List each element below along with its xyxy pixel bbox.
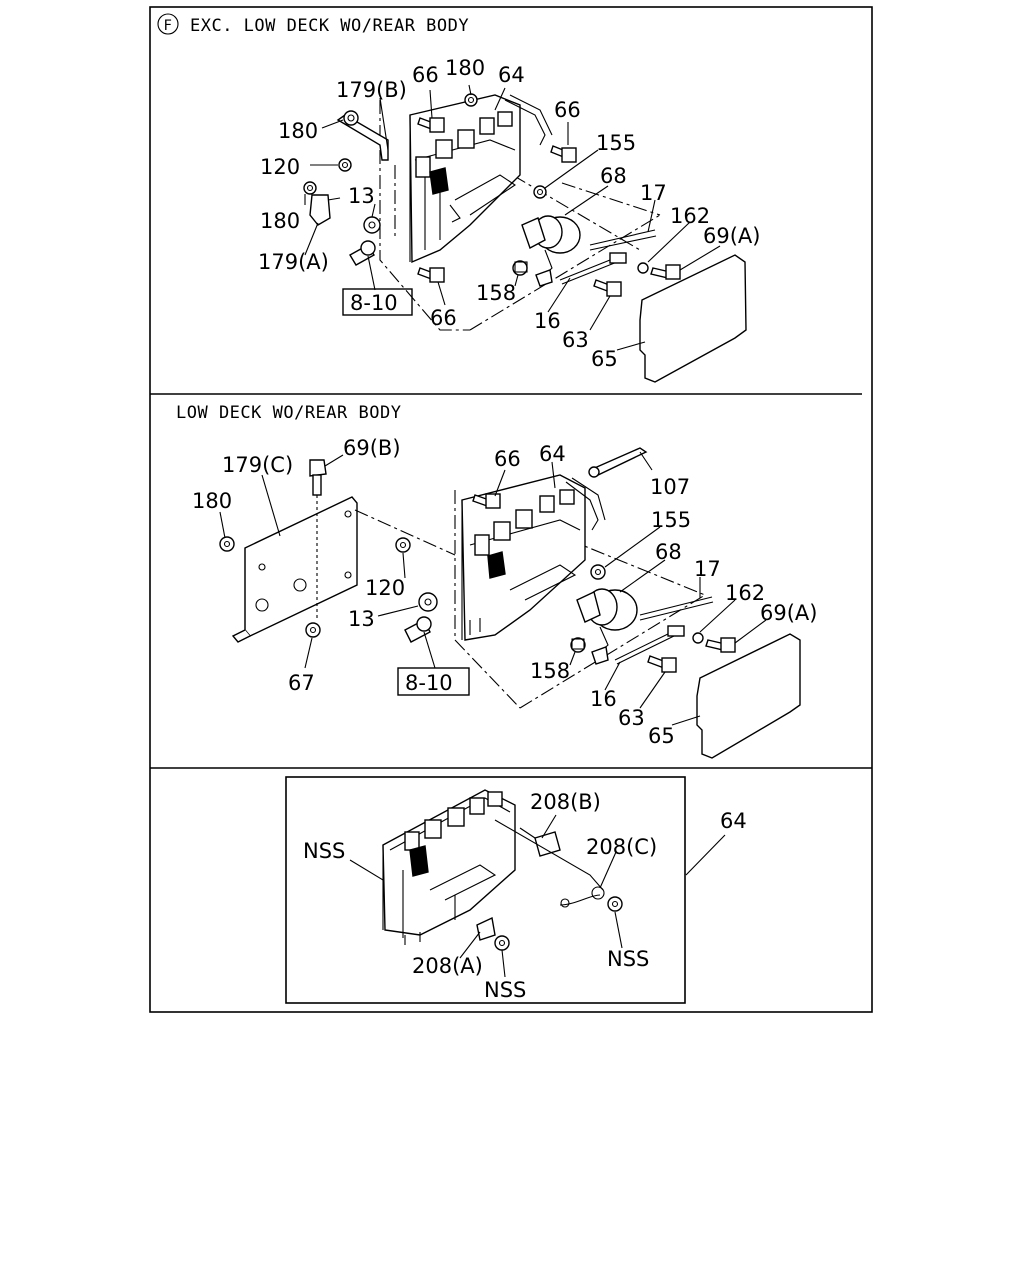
top-ref-box — [342, 288, 413, 316]
label-68-top: 68 — [600, 164, 627, 188]
section-marker: F — [164, 18, 173, 34]
label-155-top: 155 — [596, 131, 636, 155]
label-162-mid: 162 — [725, 581, 765, 605]
bottom-subassembly-drawing — [349, 789, 726, 978]
label-ref-8-10-top: 8-10 — [350, 291, 398, 315]
top-section-title: EXC. LOW DECK WO/REAR BODY — [190, 16, 469, 36]
top-section-header: F EXC. LOW DECK WO/REAR BODY — [157, 13, 469, 36]
label-120-mid: 120 — [365, 576, 405, 600]
label-65-mid: 65 — [648, 724, 675, 748]
label-67-mid: 67 — [288, 671, 315, 695]
middle-section-title: LOW DECK WO/REAR BODY — [176, 403, 401, 423]
label-66-top-b: 66 — [554, 98, 581, 122]
middle-section-header: LOW DECK WO/REAR BODY — [176, 403, 401, 423]
label-69a-mid: 69(A) — [760, 601, 817, 625]
label-208b-bottom: 208(B) — [530, 790, 601, 814]
label-16-mid: 16 — [590, 687, 617, 711]
label-69a-top: 69(A) — [703, 224, 760, 248]
label-13-mid: 13 — [348, 607, 375, 631]
label-180-top-c: 180 — [260, 209, 300, 233]
middle-ref-box — [397, 667, 470, 696]
label-180-top-a: 180 — [445, 56, 485, 80]
label-107-mid: 107 — [650, 475, 690, 499]
label-66-top-a: 66 — [412, 63, 439, 87]
label-68-mid: 68 — [655, 540, 682, 564]
label-179a-top: 179(A) — [258, 250, 329, 274]
label-65-top: 65 — [591, 347, 618, 371]
label-64-top: 64 — [498, 63, 525, 87]
label-158-top: 158 — [476, 281, 516, 305]
label-63-mid: 63 — [618, 706, 645, 730]
label-180-mid: 180 — [192, 489, 232, 513]
label-nss-bottom-3: NSS — [607, 947, 649, 971]
label-66-mid: 66 — [494, 447, 521, 471]
middle-labels: 179(C) 69(B) 66 64 107 180 155 68 17 120… — [192, 436, 817, 748]
label-180-top-b: 180 — [278, 119, 318, 143]
section-marker-circle — [157, 13, 179, 35]
label-208c-bottom: 208(C) — [586, 835, 657, 859]
middle-assembly-drawing — [219, 447, 801, 759]
label-ref-8-10-mid: 8-10 — [405, 671, 453, 695]
label-64-mid: 64 — [539, 442, 566, 466]
label-158-mid: 158 — [530, 659, 570, 683]
top-labels: 179(B) 66 180 64 180 66 155 120 68 13 17… — [258, 56, 760, 371]
frame — [149, 6, 873, 1013]
label-208a-bottom: 208(A) — [412, 954, 483, 978]
label-69b-mid: 69(B) — [343, 436, 401, 460]
label-162-top: 162 — [670, 204, 710, 228]
label-nss-bottom-1: NSS — [303, 839, 345, 863]
label-179c-mid: 179(C) — [222, 453, 293, 477]
subassembly-box — [285, 776, 686, 1004]
label-120-top: 120 — [260, 155, 300, 179]
label-179b-top: 179(B) — [336, 78, 407, 102]
top-assembly-drawing — [303, 84, 747, 383]
label-17-top: 17 — [640, 181, 667, 205]
label-16-top: 16 — [534, 309, 561, 333]
label-13-top: 13 — [348, 184, 375, 208]
label-nss-bottom-2: NSS — [484, 978, 526, 1002]
label-155-mid: 155 — [651, 508, 691, 532]
label-66-top-c: 66 — [430, 306, 457, 330]
label-64-bottom: 64 — [720, 809, 747, 833]
bottom-labels: 208(B) 64 NSS 208(C) 208(A) NSS NSS — [303, 790, 747, 1002]
label-63-top: 63 — [562, 328, 589, 352]
label-17-mid: 17 — [694, 557, 721, 581]
